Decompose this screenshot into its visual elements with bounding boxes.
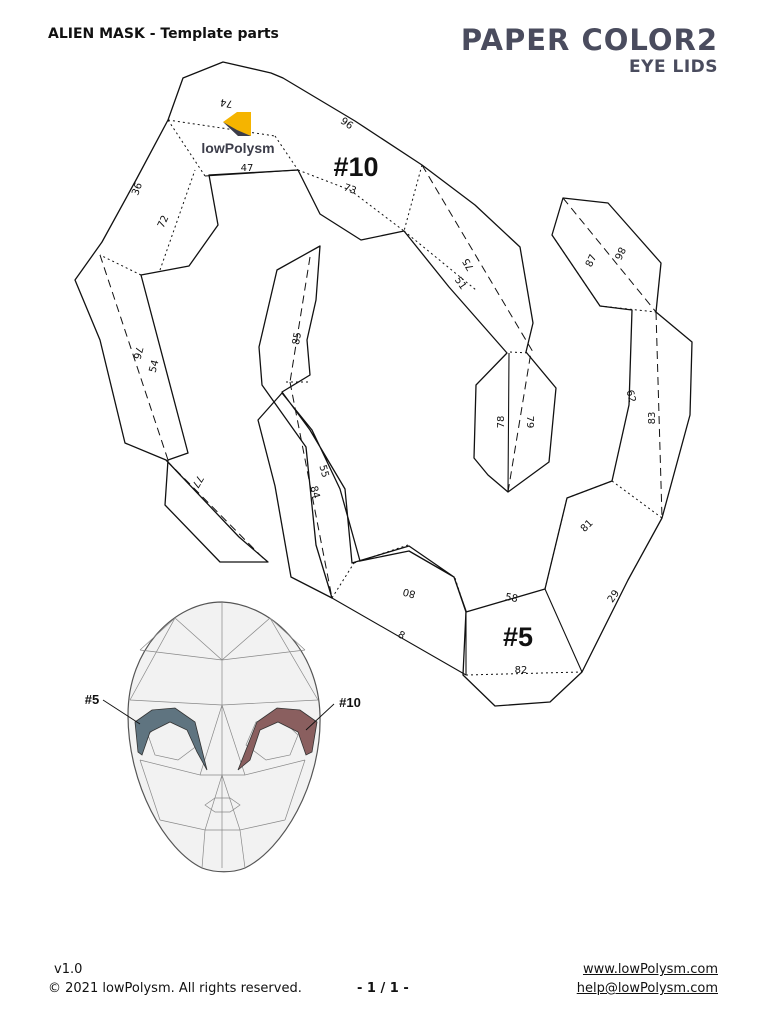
version-label: v1.0 <box>54 962 83 977</box>
preview-label-5: #5 <box>85 692 99 707</box>
edge-number: 82 <box>515 665 528 676</box>
paper-color-heading: PAPER COLOR2 EYE LIDS <box>461 24 718 78</box>
edge-number: 55 <box>316 464 330 479</box>
edge-number: 81 <box>579 518 596 535</box>
mask-preview <box>102 601 335 873</box>
edge-number: 85 <box>291 331 304 345</box>
eyelid-10 <box>237 707 318 771</box>
edge-number: 29 <box>606 588 622 605</box>
edge-number: 87 <box>584 253 599 269</box>
email-link[interactable]: help@lowPolysm.com <box>576 981 718 996</box>
edge-number: 73 <box>342 182 358 197</box>
preview-label-10: #10 <box>339 695 361 710</box>
edge-number: 96 <box>338 116 355 132</box>
part-crease-lines <box>204 169 583 676</box>
edge-number: 79 <box>524 416 535 429</box>
edge-number: 8 <box>396 629 407 642</box>
part-5-outline <box>257 197 693 707</box>
website-link[interactable]: www.lowPolysm.com <box>582 962 718 977</box>
edge-number: 54 <box>148 359 162 374</box>
edge-number: 36 <box>130 181 145 197</box>
page-number: - 1 / 1 - <box>357 981 409 996</box>
document-title: ALIEN MASK - Template parts <box>48 26 279 42</box>
edge-number: 84 <box>307 485 321 500</box>
lowpolysm-logo-icon <box>223 112 251 136</box>
part-5-label: #5 <box>503 622 533 652</box>
edge-number: 58 <box>504 592 518 605</box>
edge-number: 75 <box>461 256 477 273</box>
edge-number: 80 <box>402 585 417 599</box>
logo-text: lowPolysm <box>201 140 274 156</box>
part-group-title: EYE LIDS <box>629 57 718 77</box>
edge-number: 86 <box>612 245 627 261</box>
edge-number: 51 <box>452 275 468 292</box>
part-10-label: #10 <box>333 152 378 182</box>
fold-valley-lines <box>99 119 663 676</box>
copyright-text: © 2021 lowPolysm. All rights reserved. <box>48 981 302 996</box>
paper-color-title: PAPER COLOR2 <box>460 23 718 57</box>
part-10-outline <box>74 61 557 563</box>
edge-number: 76 <box>130 345 144 360</box>
eyelid-5 <box>134 707 208 771</box>
edge-number: 47 <box>241 163 254 174</box>
edge-number: 62 <box>623 389 637 404</box>
edge-number: 72 <box>156 214 171 230</box>
edge-number: 83 <box>647 412 658 425</box>
fold-mountain-lines <box>99 164 663 599</box>
edge-number: 78 <box>496 416 507 429</box>
edge-number: 74 <box>219 96 233 109</box>
